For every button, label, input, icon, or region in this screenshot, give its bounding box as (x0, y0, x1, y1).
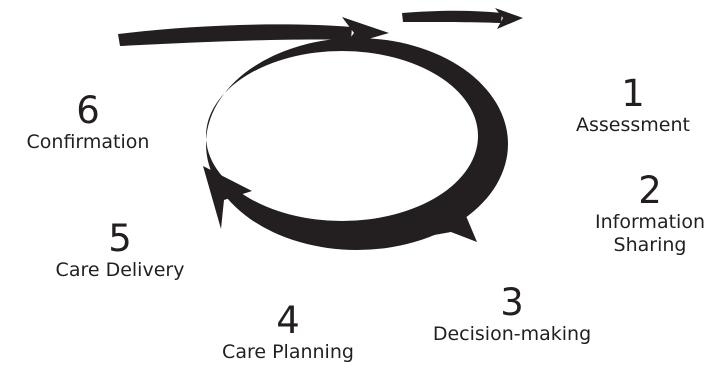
step-label: Confirmation (26, 131, 150, 153)
step-decision-making: 3 Decision-making (418, 283, 606, 346)
step-label: Care Planning (222, 341, 354, 363)
step-label: Assessment (576, 114, 690, 136)
step-assessment: 1 Assessment (570, 74, 696, 137)
step-care-delivery: 5 Care Delivery (50, 219, 190, 282)
step-number: 1 (621, 72, 645, 115)
exit-arrow-shaft (402, 10, 502, 23)
entry-arrow-shaft (118, 24, 352, 46)
step-number: 5 (108, 217, 132, 260)
step-number: 4 (276, 299, 300, 342)
step-label: Information Sharing (595, 211, 705, 256)
step-confirmation: 6 Confirmation (14, 91, 162, 154)
step-information-sharing: 2 Information Sharing (582, 171, 718, 257)
step-number: 2 (638, 169, 662, 212)
step-label: Care Delivery (55, 259, 185, 281)
exit-arrowhead-icon (495, 8, 523, 29)
step-label: Decision-making (432, 323, 592, 345)
step-number: 6 (76, 89, 100, 132)
cycle-arrowhead-left-icon (203, 166, 252, 229)
step-number: 3 (500, 281, 524, 324)
step-care-planning: 4 Care Planning (210, 301, 366, 364)
cycle-arrowhead-right-icon (423, 204, 477, 242)
